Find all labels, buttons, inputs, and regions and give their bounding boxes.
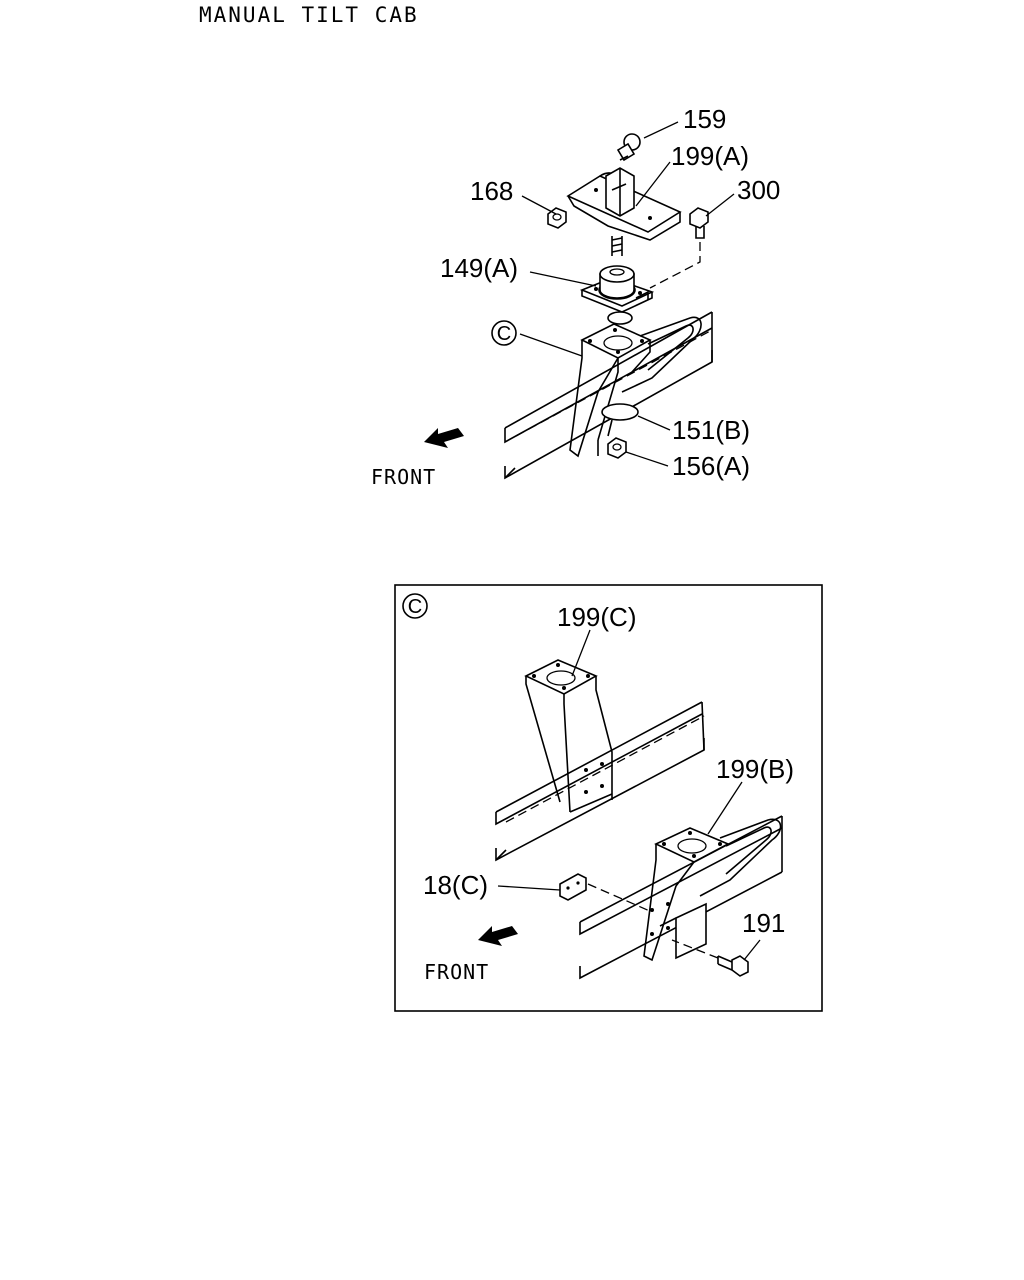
bolt-159 [616,133,641,162]
washer-151b [601,403,639,437]
callout-191: 191 [742,908,785,938]
callout-300: 300 [737,175,780,205]
callout-159: 159 [683,104,726,134]
page-title: MANUAL TILT CAB [199,3,419,27]
detail-frame [394,584,823,1012]
nut-168 [547,207,567,229]
front-arrow-icon [424,428,464,448]
frame-rail-detail [495,701,705,862]
detail-marker-c: C [497,323,511,345]
callout-149a: 149(A) [440,253,518,283]
rubber-mount-149a [579,265,655,325]
bracket-199b [643,818,782,962]
front-label-detail: FRONT [424,960,489,984]
callout-199c: 199(C) [557,602,636,632]
callout-168: 168 [470,176,513,206]
clip-18c [559,873,653,913]
bracket-199c [524,659,613,813]
detail-marker-circle [491,320,517,346]
front-arrow-icon-detail [478,926,518,946]
bolt-191 [671,939,749,977]
bolt-300 [649,207,709,289]
frame-rail-lower-detail [579,815,783,980]
upper-assembly-view: 159 199(A) 168 300 149(A) 151(B) 156(A) … [371,104,780,489]
cab-mount-bracket [569,316,702,458]
detail-frame-marker-circle [402,593,428,619]
callout-156a: 156(A) [672,451,750,481]
nut-156a [607,437,627,459]
callout-151b: 151(B) [672,415,750,445]
callout-18c: 18(C) [423,870,488,900]
callout-199a: 199(A) [671,141,749,171]
detail-view-c: C [394,584,823,1012]
upper-bracket-199a [566,167,682,256]
frame-rail-upper [504,311,713,480]
detail-frame-marker-c: C [408,596,422,618]
front-label: FRONT [371,465,436,489]
callout-199b: 199(B) [716,754,794,784]
